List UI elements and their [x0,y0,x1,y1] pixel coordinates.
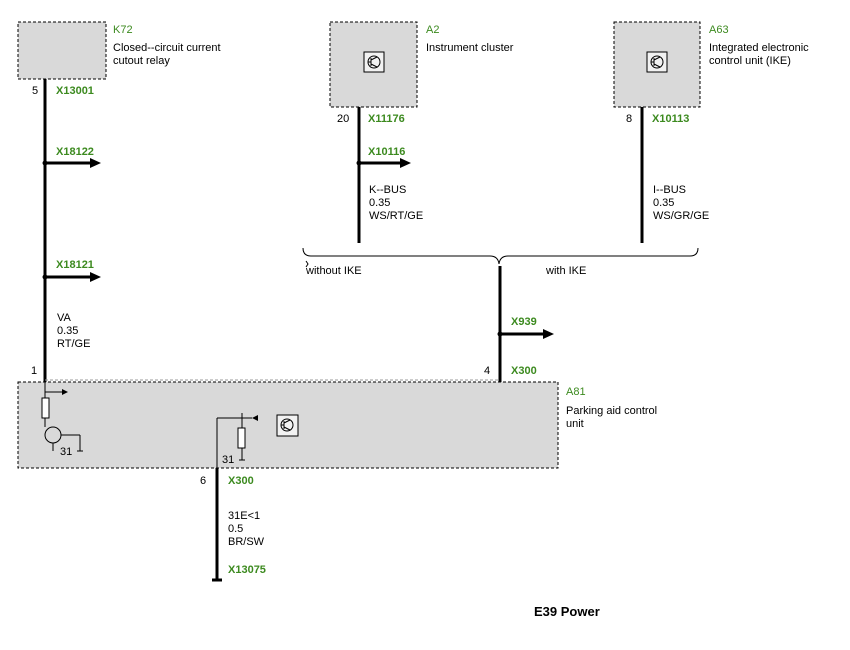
option-without-ike: without IKE [305,265,362,277]
a81-pin-left: 1 [31,365,37,377]
a63-wire-bus: I--BUS [653,184,686,196]
branch-x939-label: X939 [511,316,537,328]
a63-wire-color: WS/GR/GE [653,210,709,222]
a2-name: Instrument cluster [426,42,514,54]
diagram-title: E39 Power [534,604,600,619]
option-with-ike: with IKE [545,265,586,277]
a2-connector: X11176 [368,113,405,125]
arrow-right-icon [62,389,68,395]
branch-x10116-label: X10116 [368,146,405,158]
arrow-right-icon [400,158,411,168]
a81-connector-bottom: X300 [228,475,254,487]
component-a81: 1 4 X300 A81 Parking aid control unit 31… [17,365,657,469]
wire-a2: X10116 K--BUS 0.35 WS/RT/GE [356,107,423,243]
a2-module-icon [363,51,385,73]
component-k72: K72 Closed--circuit current cutout relay… [17,21,221,97]
wire-k72: X18122 X18121 VA 0.35 RT/GE [42,79,101,382]
a63-pin: 8 [626,113,632,125]
ground-wire-color: BR/SW [228,536,265,548]
a2-id: A2 [426,24,439,36]
a63-id: A63 [709,24,729,36]
resistor-icon [41,397,50,419]
k72-wire-size: 0.35 [57,325,78,337]
k72-id: K72 [113,24,133,36]
a81-pin-right: 4 [484,365,490,377]
k72-pin: 5 [32,85,38,97]
a2-wire-color: WS/RT/GE [369,210,423,222]
arrow-left-icon [252,415,258,421]
ground-end-connector: X13075 [228,564,266,576]
a81-ground-mid: 31 [222,454,234,466]
k72-box [17,21,107,80]
a81-ground-left: 31 [60,446,72,458]
k72-wire-color-2: RT/GE [57,338,90,350]
a81-name-2: unit [566,418,584,430]
wire-a81: X939 [497,266,554,382]
branch-x18122-label: X18122 [56,146,94,158]
a63-name-2: control unit (IKE) [709,55,791,67]
component-a2: A2 Instrument cluster 20 X11176 [329,21,514,125]
k72-name-2: cutout relay [113,55,170,67]
a81-connector-right: X300 [511,365,537,377]
option-bracket: without IKE with IKE [302,247,699,277]
a81-id: A81 [566,386,586,398]
option-brace [302,247,699,265]
wire-ground: 6 X300 31E<1 0.5 BR/SW X13075 [200,468,266,582]
wire-a63: I--BUS 0.35 WS/GR/GE [640,107,709,243]
a2-wire-size: 0.35 [369,197,390,209]
a2-pin: 20 [337,113,349,125]
arrow-right-icon [543,329,554,339]
k72-name-1: Closed--circuit current [113,42,221,54]
resistor-icon [237,427,246,449]
a63-connector: X10113 [652,113,689,125]
k72-connector: X13001 [56,85,94,97]
a81-name-1: Parking aid control [566,405,657,417]
arrow-right-icon [90,158,101,168]
ground-wire-size: 0.5 [228,523,243,535]
branch-x18121-label: X18121 [56,259,94,271]
a63-module-icon [646,51,668,73]
arrow-right-icon [90,272,101,282]
k72-wire-color-1: VA [57,312,72,324]
a81-module-icon [276,414,299,437]
a81-pin-bottom: 6 [200,475,206,487]
a63-name-1: Integrated electronic [709,42,809,54]
ground-wire-label: 31E<1 [228,510,260,522]
component-a63: A63 Integrated electronic control unit (… [613,21,809,125]
a2-wire-bus: K--BUS [369,184,406,196]
a63-wire-size: 0.35 [653,197,674,209]
